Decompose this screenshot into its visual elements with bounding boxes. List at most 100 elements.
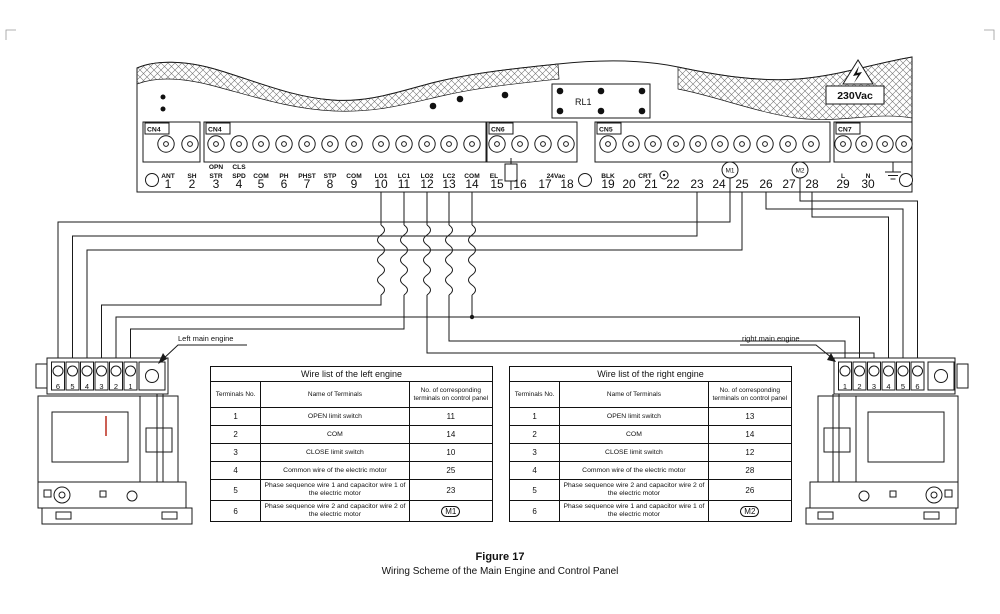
terminal-name: Phase sequence wire 2 and capacitor wire… bbox=[260, 500, 410, 522]
table-title: Wire list of the right engine bbox=[509, 366, 792, 382]
left-engine: 6 5 4 3 2 1 bbox=[35, 357, 193, 525]
engine-terminal-number: 1 bbox=[843, 382, 847, 391]
table-title: Wire list of the left engine bbox=[210, 366, 493, 382]
terminal-name: Common wire of the electric motor bbox=[559, 461, 709, 480]
supply-label: 24Vac bbox=[547, 173, 566, 180]
panel-no-circled: M1 bbox=[441, 505, 461, 517]
terminal-name: COM bbox=[559, 425, 709, 444]
terminal-number: 4 bbox=[236, 177, 243, 191]
junction-dot bbox=[469, 314, 475, 320]
connector-label: CN6 bbox=[491, 127, 505, 134]
col-header-terminal: Terminals No. bbox=[508, 381, 561, 408]
mounting-hole bbox=[899, 173, 913, 187]
terminal-number: 16 bbox=[513, 177, 527, 191]
terminal-name: Common wire of the electric motor bbox=[260, 461, 410, 480]
relay-rl1: RL1 bbox=[551, 83, 651, 119]
terminal-number: 22 bbox=[666, 177, 680, 191]
terminal-label: COM bbox=[253, 173, 269, 180]
terminal-number: 5 bbox=[258, 177, 265, 191]
right-engine: 1 2 3 4 5 6 bbox=[805, 357, 969, 525]
terminal-no: 3 bbox=[209, 443, 262, 462]
control-panel: RL1 230Vac CN4 CN4 bbox=[136, 56, 913, 193]
ground-icon bbox=[885, 162, 901, 180]
figure-number: Figure 17 bbox=[475, 551, 525, 563]
terminal-label: PH bbox=[279, 173, 288, 180]
terminal-label: ANT bbox=[161, 173, 175, 180]
col-header-panel: No. of corresponding terminals on contro… bbox=[707, 381, 793, 408]
panel-no: 12 bbox=[707, 443, 793, 462]
terminal-number: 12 bbox=[420, 177, 434, 191]
terminal-number: 24 bbox=[712, 177, 726, 191]
panel-no: 26 bbox=[707, 479, 793, 501]
terminal-number: 11 bbox=[398, 177, 411, 191]
voltage-label: 230Vac bbox=[837, 90, 873, 102]
terminal-name: CLOSE limit switch bbox=[260, 443, 410, 462]
terminal-no: 3 bbox=[508, 443, 561, 462]
m1-label: M1 bbox=[725, 168, 734, 175]
panel-no: 25 bbox=[408, 461, 494, 480]
engine-terminal-number: 4 bbox=[886, 382, 890, 391]
terminal-number: 2 bbox=[189, 177, 196, 191]
connector-cn4a: CN4 bbox=[142, 121, 201, 163]
terminal-label: STR bbox=[209, 173, 222, 180]
board-solder-dots bbox=[160, 91, 509, 112]
connector-cn6: CN6 bbox=[486, 121, 578, 163]
right-engine-terminal-numbers: 1 2 3 4 5 6 bbox=[843, 382, 920, 391]
terminal-number: 30 bbox=[861, 177, 875, 191]
panel-no: 23 bbox=[408, 479, 494, 501]
engine-terminal-number: 2 bbox=[857, 382, 861, 391]
terminal-label: N bbox=[866, 173, 871, 180]
terminal-number: 9 bbox=[351, 177, 358, 191]
terminal-number: 15 bbox=[490, 177, 504, 191]
mounting-hole bbox=[145, 173, 159, 187]
crop-marks bbox=[5, 29, 995, 40]
connector-cn7: CN7 bbox=[833, 121, 913, 163]
arrowhead-icon bbox=[827, 353, 836, 362]
terminal-number: 17 bbox=[538, 177, 552, 191]
terminal-label: SPD bbox=[232, 173, 246, 180]
mounting-hole bbox=[578, 173, 592, 187]
terminal-no: 1 bbox=[209, 407, 262, 426]
engine-terminal-number: 3 bbox=[872, 382, 876, 391]
terminal-label: LC1 bbox=[398, 173, 411, 180]
terminal-name: CLOSE limit switch bbox=[559, 443, 709, 462]
terminal-label: STP bbox=[324, 173, 337, 180]
panel-no: 11 bbox=[408, 407, 494, 426]
arrowhead-icon bbox=[158, 353, 167, 364]
terminal-name: Phase sequence wire 2 and capacitor wire… bbox=[559, 479, 709, 501]
terminal-number: 8 bbox=[327, 177, 334, 191]
terminal-label: LC2 bbox=[443, 173, 456, 180]
col-header-terminal: Terminals No. bbox=[209, 381, 262, 408]
terminal-name: OPEN limit switch bbox=[260, 407, 410, 426]
terminal-label: EL bbox=[490, 173, 498, 180]
terminal-label: CRT bbox=[638, 173, 652, 180]
hatch-band-left bbox=[136, 61, 560, 112]
terminal-number: 3 bbox=[213, 177, 220, 191]
terminal-number: 10 bbox=[374, 177, 388, 191]
right-engine-callout: right main engine bbox=[740, 334, 836, 362]
cable-gland bbox=[934, 369, 948, 383]
engine-terminal-number: 1 bbox=[128, 382, 132, 391]
connector-label: CN4 bbox=[147, 127, 161, 134]
terminal-number: 1 bbox=[165, 177, 172, 191]
col-header-name: Name of Terminals bbox=[559, 381, 709, 408]
terminal-label: CLS bbox=[232, 164, 246, 171]
terminal-number: 18 bbox=[560, 177, 574, 191]
terminal-name: COM bbox=[260, 425, 410, 444]
cable-gland bbox=[145, 369, 159, 383]
terminal-number: 26 bbox=[759, 177, 773, 191]
terminal-no: 5 bbox=[209, 479, 262, 501]
m2-label: M2 bbox=[795, 168, 804, 175]
panel-no: 14 bbox=[408, 425, 494, 444]
terminal-label: LO1 bbox=[375, 173, 388, 180]
relay-label: RL1 bbox=[575, 97, 592, 107]
left-engine-callout: Left main engine bbox=[158, 334, 247, 364]
connector-label: CN5 bbox=[599, 127, 613, 134]
